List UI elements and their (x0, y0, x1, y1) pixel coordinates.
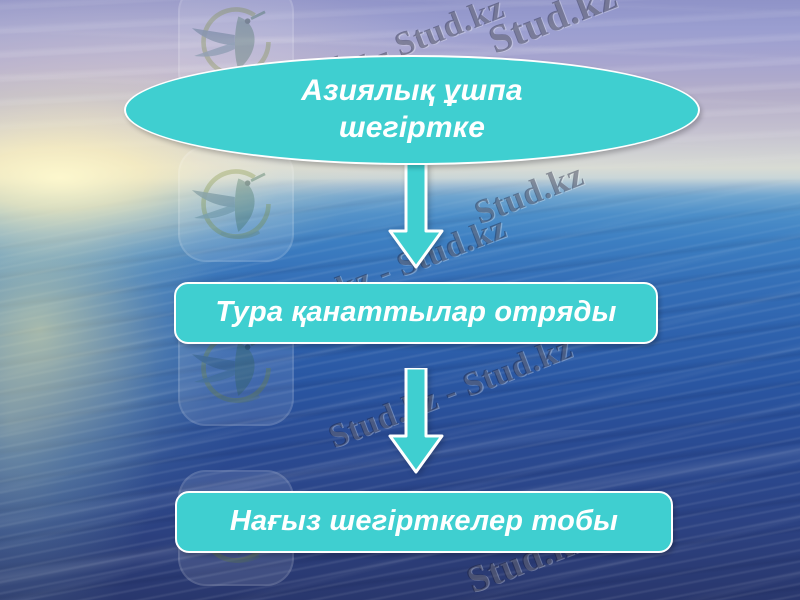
node-label: Тура қанаттылар отряды (215, 296, 617, 329)
node-asian-migratory-locust[interactable]: Азиялық ұшпа шегіртке (124, 55, 700, 165)
arrow-node1-to-node2 (388, 161, 444, 270)
node-true-locusts-group[interactable]: Нағыз шегірткелер тобы (175, 491, 673, 553)
node-orthoptera-order[interactable]: Тура қанаттылар отряды (174, 282, 658, 344)
node-label: Азиялық ұшпа шегіртке (301, 74, 523, 144)
arrow-node2-to-node3 (388, 366, 444, 475)
node-label: Нағыз шегірткелер тобы (229, 505, 619, 538)
